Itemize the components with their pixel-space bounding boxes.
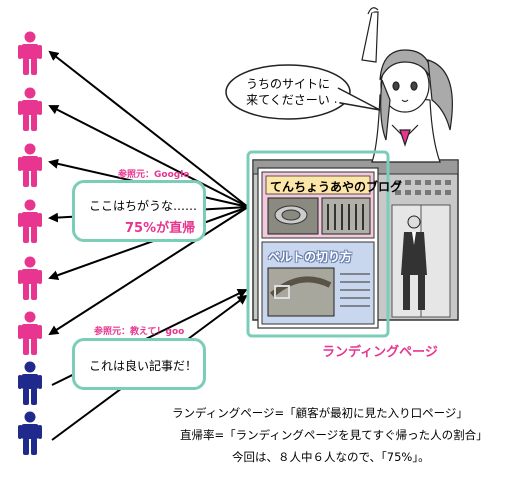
person-icon	[18, 199, 42, 243]
person-icon	[18, 31, 42, 75]
speech-line-1: うちのサイトに	[245, 77, 330, 91]
person-icon	[18, 256, 42, 300]
arrow-icon	[48, 50, 249, 208]
person-icon	[18, 411, 42, 455]
landing-page-caption: ランディングページ	[322, 345, 438, 360]
definition-landing-page: ランディングページ=「顧客が最初に見た入り口ページ」	[172, 406, 468, 420]
belt-photo-icon	[267, 267, 335, 317]
store-photo-icon	[321, 197, 371, 235]
callout-stay: これは良い記事だ！	[72, 338, 206, 390]
person-icon	[18, 311, 42, 355]
suited-man-icon	[401, 215, 427, 310]
definition-bounce-rate: 直帰率=「ランディングページを見てすぐ帰った人の割合」	[180, 428, 488, 442]
arrow-icon	[48, 206, 249, 336]
blog-title: てんちょうあやのブログ	[270, 180, 403, 194]
article-title: ベルトの切り方	[268, 250, 353, 264]
referrer-google: 参照元：Google	[118, 170, 190, 180]
person-icon	[18, 87, 42, 131]
callout-bounce: ここはちがうな…… 75%が直帰	[72, 180, 206, 242]
landing-page-mock	[257, 167, 379, 329]
arrow-icon	[48, 206, 249, 281]
waving-girl-icon	[361, 7, 453, 163]
person-icon	[18, 361, 42, 405]
landing-page-highlight	[246, 150, 390, 338]
referrer-goo: 参照元：教えて！goo	[94, 327, 185, 337]
speech-line-2: 来てくださーい	[246, 93, 330, 107]
arrow-icon	[48, 105, 249, 208]
callout-stay-text: これは良い記事だ！	[89, 359, 198, 373]
calculation-note: 今回は、８人中６人なので、「75%」。	[232, 450, 430, 464]
speech-bubble-text: うちのサイトに 来てくださーい	[232, 76, 344, 108]
bounce-rate-label: 75%が直帰	[125, 221, 196, 236]
belt-photo-icon	[267, 197, 319, 235]
callout-bounce-text: ここはちがうな……	[89, 199, 198, 213]
visitor-figures	[18, 31, 42, 455]
person-icon	[18, 143, 42, 187]
speech-bubble	[225, 64, 381, 120]
